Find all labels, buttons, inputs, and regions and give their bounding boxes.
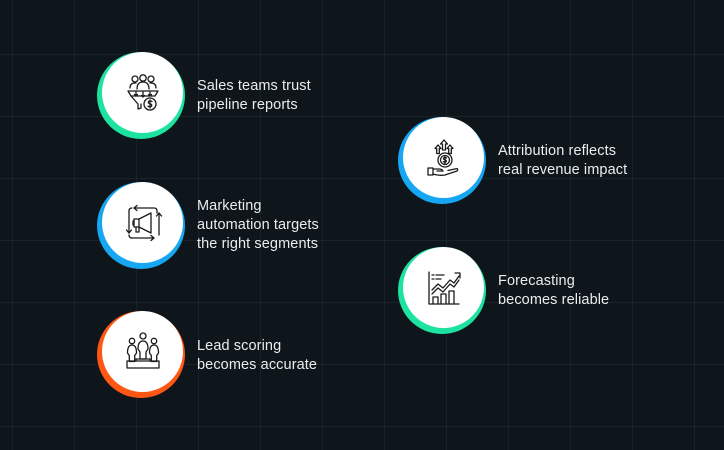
benefit-text: Lead scoring becomes accurate xyxy=(197,337,317,375)
benefit-line: real revenue impact xyxy=(498,162,628,178)
podium-people-icon xyxy=(125,331,160,369)
icon-badge xyxy=(398,117,486,204)
megaphone-cycle-icon xyxy=(125,204,162,241)
icon-disc xyxy=(403,117,484,198)
benefit-line: Marketing xyxy=(197,198,262,214)
benefit-text: Forecasting becomes reliable xyxy=(498,272,609,310)
benefit-line: the right segments xyxy=(197,236,319,252)
icon-disc xyxy=(102,311,183,392)
benefit-text: Sales teams trust pipeline reports xyxy=(197,77,311,115)
icon-badge xyxy=(97,182,185,269)
hand-coin-growth-icon xyxy=(426,138,458,176)
benefit-line: pipeline reports xyxy=(197,97,298,113)
benefit-line: Lead scoring xyxy=(197,338,282,354)
benefit-line: Attribution reflects xyxy=(498,143,617,159)
growth-chart-icon xyxy=(427,270,461,305)
benefit-text: Attribution reflects real revenue impact xyxy=(498,142,627,180)
benefit-line: automation targets xyxy=(197,217,319,233)
icon-badge xyxy=(97,311,185,398)
benefit-text: Marketing automation targets the right s… xyxy=(197,197,319,254)
benefit-line: becomes accurate xyxy=(197,357,318,373)
benefit-line: Forecasting xyxy=(498,273,575,289)
icon-badge xyxy=(398,247,486,334)
funnel-people-dollar-icon xyxy=(126,73,159,111)
icon-badge xyxy=(97,52,185,139)
benefit-line: Sales teams trust xyxy=(197,78,311,94)
icon-disc xyxy=(102,52,183,133)
icon-disc xyxy=(102,182,183,263)
icon-disc xyxy=(403,247,484,328)
benefit-line: becomes reliable xyxy=(498,292,610,308)
